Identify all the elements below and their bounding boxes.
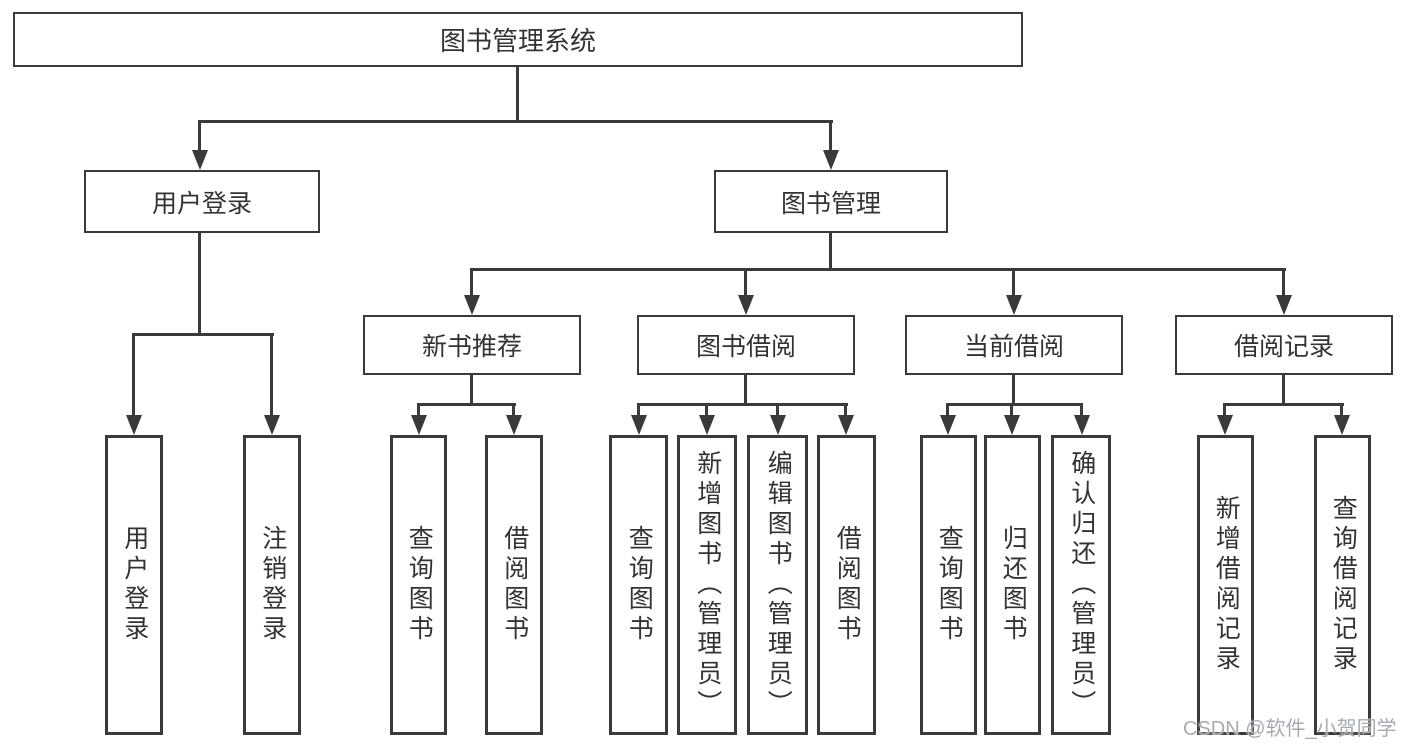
leaf-user-login-label: 用户登录 <box>120 525 149 645</box>
connector-recommend-stub-2 <box>512 403 515 417</box>
arrow-to-current-confirm <box>1074 415 1090 435</box>
leaf-logout: 注销登录 <box>243 435 301 735</box>
arrow-to-records-add <box>1217 415 1233 435</box>
node-new-book-recommend-label: 新书推荐 <box>421 333 522 361</box>
connector-user-login-stub-2 <box>270 333 273 417</box>
arrow-to-recommend-query <box>411 415 427 435</box>
arrow-to-current-query <box>940 415 956 435</box>
leaf-current-confirm-return: 确认归还（管理员） <box>1051 435 1111 735</box>
arrow-to-user-login <box>192 150 208 170</box>
connector-current-stub-1 <box>946 403 949 417</box>
arrow-to-borrow-add <box>699 415 715 435</box>
watermark-text: CSDN @软件_小贺同学 <box>1183 718 1397 740</box>
leaf-records-query-record: 查询借阅记录 <box>1314 435 1371 735</box>
arrow-to-records-query <box>1334 415 1350 435</box>
node-current-borrow: 当前借阅 <box>905 315 1123 375</box>
connector-borrow-stub-2 <box>705 403 708 417</box>
leaf-records-add-record: 新增借阅记录 <box>1197 435 1254 735</box>
node-borrow-records-label: 借阅记录 <box>1233 333 1334 361</box>
arrow-to-borrow-query <box>631 415 647 435</box>
connector-borrow-hbar <box>637 403 848 406</box>
node-book-borrow: 图书借阅 <box>637 315 855 375</box>
connector-book-mgmt-stub-2 <box>744 268 747 297</box>
connector-user-login-stub-1 <box>132 333 135 417</box>
connector-recommend-stub-1 <box>417 403 420 417</box>
leaf-recommend-borrow-book-label: 借阅图书 <box>500 525 529 645</box>
leaf-current-return-book-label: 归还图书 <box>999 525 1028 645</box>
connector-borrow-stub-1 <box>637 403 640 417</box>
connector-book-mgmt-hbar <box>470 268 1286 271</box>
connector-recommend-drop <box>470 375 473 405</box>
arrow-to-leaf-logout <box>264 415 280 435</box>
connector-book-mgmt-drop <box>829 233 832 270</box>
connector-root-stub-right <box>829 120 832 152</box>
leaf-borrow-add-book-label: 新增图书（管理员） <box>693 450 722 720</box>
connector-user-login-drop <box>198 233 201 335</box>
node-book-management-label: 图书管理 <box>780 189 881 218</box>
connector-records-stub-2 <box>1340 403 1343 417</box>
node-root: 图书管理系统 <box>13 12 1023 67</box>
connector-root-stub-left <box>198 120 201 152</box>
node-book-management: 图书管理 <box>714 170 948 233</box>
node-new-book-recommend: 新书推荐 <box>363 315 581 375</box>
connector-book-mgmt-stub-4 <box>1282 268 1285 297</box>
connector-borrow-stub-3 <box>776 403 779 417</box>
leaf-current-query-book: 查询图书 <box>920 435 977 735</box>
leaf-logout-label: 注销登录 <box>258 525 287 645</box>
connector-root-drop <box>516 67 519 122</box>
connector-records-drop <box>1282 375 1285 405</box>
arrow-to-borrow-records <box>1276 295 1292 315</box>
arrow-to-current-borrow <box>1006 295 1022 315</box>
connector-borrow-stub-4 <box>844 403 847 417</box>
arrow-to-new-book-recommend <box>464 295 480 315</box>
connector-current-drop <box>1012 375 1015 405</box>
connector-current-stub-3 <box>1080 403 1083 417</box>
leaf-recommend-query-book-label: 查询图书 <box>405 525 434 645</box>
leaf-borrow-add-book: 新增图书（管理员） <box>677 435 737 735</box>
arrow-to-recommend-borrow <box>506 415 522 435</box>
node-user-login-label: 用户登录 <box>151 189 252 218</box>
connector-root-hbar <box>198 120 833 123</box>
node-user-login: 用户登录 <box>84 170 320 233</box>
leaf-current-return-book: 归还图书 <box>984 435 1041 735</box>
leaf-borrow-edit-book-label: 编辑图书（管理员） <box>764 450 793 720</box>
node-root-label: 图书管理系统 <box>439 26 596 56</box>
node-borrow-records: 借阅记录 <box>1175 315 1393 375</box>
arrow-to-borrow-edit <box>770 415 786 435</box>
node-current-borrow-label: 当前借阅 <box>963 333 1064 361</box>
connector-records-hbar <box>1223 403 1344 406</box>
leaf-borrow-edit-book: 编辑图书（管理员） <box>747 435 808 735</box>
connector-records-stub-1 <box>1223 403 1226 417</box>
connector-current-stub-2 <box>1010 403 1013 417</box>
leaf-borrow-query-book: 查询图书 <box>609 435 668 735</box>
arrow-to-book-management <box>823 150 839 170</box>
arrow-to-current-return <box>1004 415 1020 435</box>
leaf-recommend-query-book: 查询图书 <box>390 435 447 735</box>
leaf-current-query-book-label: 查询图书 <box>935 525 964 645</box>
connector-book-mgmt-stub-3 <box>1012 268 1015 297</box>
leaf-records-add-record-label: 新增借阅记录 <box>1212 495 1241 675</box>
arrow-to-borrow-borrow <box>838 415 854 435</box>
arrow-to-book-borrow <box>738 295 754 315</box>
connector-recommend-hbar <box>417 403 516 406</box>
node-book-borrow-label: 图书借阅 <box>695 333 796 361</box>
connector-user-login-hbar <box>132 333 274 336</box>
leaf-borrow-query-book-label: 查询图书 <box>625 525 654 645</box>
connector-current-hbar <box>946 403 1083 406</box>
leaf-current-confirm-return-label: 确认归还（管理员） <box>1067 450 1096 720</box>
connector-book-mgmt-stub-1 <box>470 268 473 297</box>
leaf-records-query-record-label: 查询借阅记录 <box>1329 495 1358 675</box>
leaf-user-login: 用户登录 <box>105 435 163 735</box>
leaf-recommend-borrow-book: 借阅图书 <box>485 435 543 735</box>
arrow-to-leaf-user-login <box>126 415 142 435</box>
leaf-borrow-borrow-book-label: 借阅图书 <box>833 525 862 645</box>
connector-borrow-drop <box>744 375 747 405</box>
leaf-borrow-borrow-book: 借阅图书 <box>817 435 876 735</box>
